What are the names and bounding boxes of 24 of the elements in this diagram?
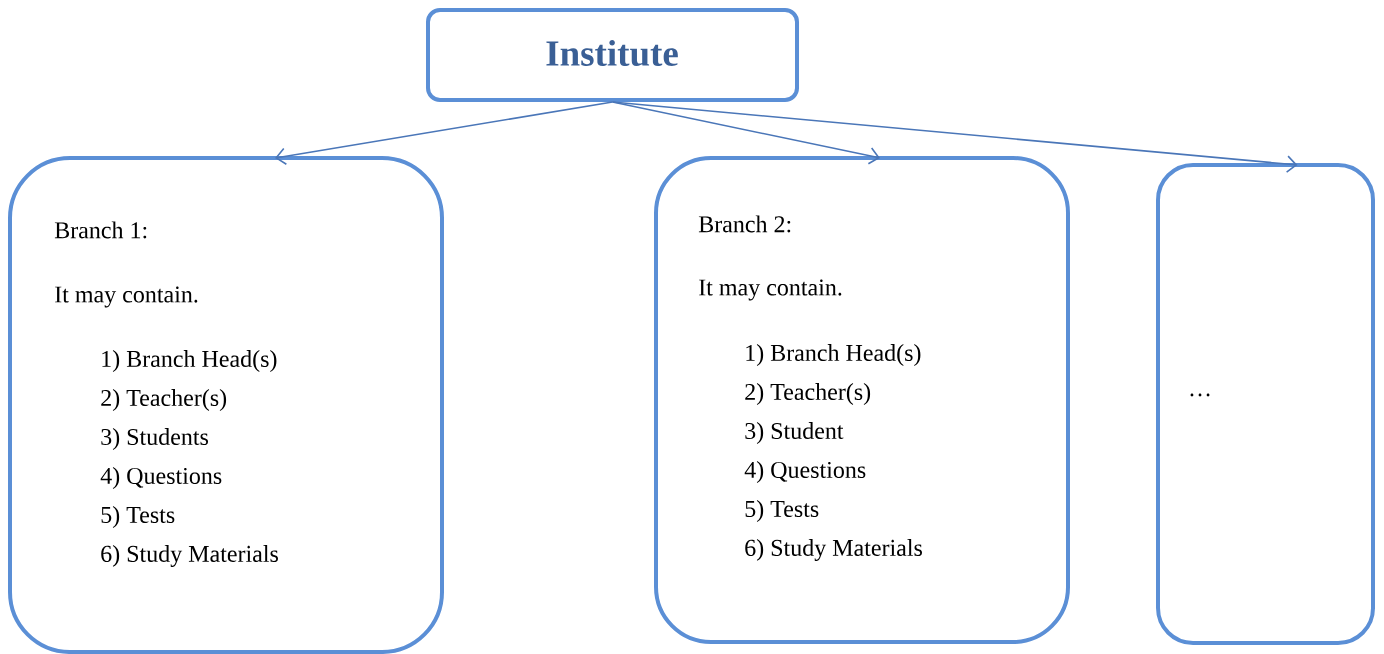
branch-heading: Branch 1: xyxy=(54,221,147,239)
intro-text: It may contain. xyxy=(55,286,198,308)
list-item: 3) Student xyxy=(745,422,844,444)
list-item: 2) Teacher(s) xyxy=(101,389,227,411)
list-item: 4) Questions xyxy=(100,467,222,489)
arrow xyxy=(611,101,1298,173)
list-item: 6) Study Materials xyxy=(101,545,278,567)
intro-text: It may contain. xyxy=(699,279,842,301)
list-item: 2) Teacher(s) xyxy=(745,383,871,405)
branch-box xyxy=(654,156,1070,644)
list-item: 1) Branch Head(s) xyxy=(746,344,921,366)
list-item: 6) Study Materials xyxy=(745,539,922,561)
branch-heading: Branch 2: xyxy=(698,215,791,233)
branch-box xyxy=(1156,163,1375,645)
title-text: Institute xyxy=(546,39,678,67)
branch-box xyxy=(8,156,444,654)
arrow xyxy=(275,101,614,166)
title-box xyxy=(426,8,799,102)
list-item: 5) Tests xyxy=(745,500,819,522)
list-item: 5) Tests xyxy=(101,506,175,528)
branch-heading: … xyxy=(1190,393,1210,397)
list-item: 4) Questions xyxy=(744,461,866,483)
list-item: 3) Students xyxy=(101,428,208,450)
list-item: 1) Branch Head(s) xyxy=(102,350,277,372)
